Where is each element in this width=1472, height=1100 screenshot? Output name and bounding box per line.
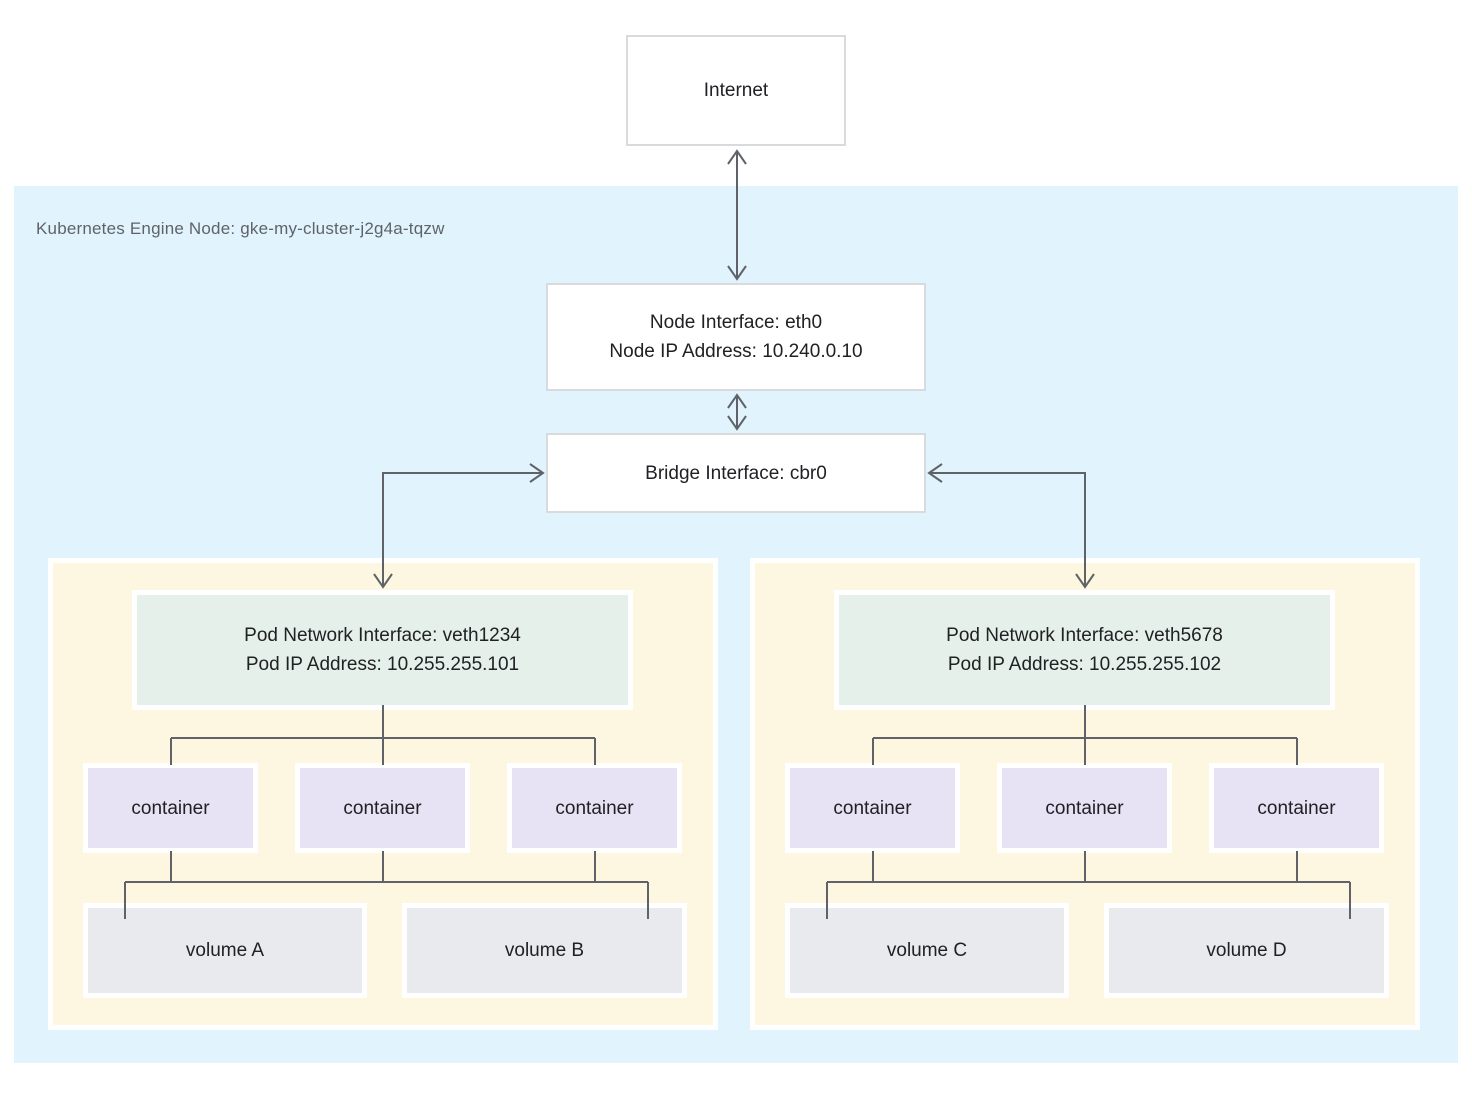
volume-box: volume D — [1104, 903, 1389, 998]
pod-2-box: Pod Network Interface: veth5678 Pod IP A… — [750, 558, 1420, 1030]
node-ip-address: Node IP Address: 10.240.0.10 — [609, 341, 863, 362]
node-interface-name: Node Interface: eth0 — [649, 312, 823, 333]
container-box: container — [83, 763, 258, 853]
pod-1-network-interface-box: Pod Network Interface: veth1234 Pod IP A… — [132, 590, 633, 710]
bridge-interface-box: Bridge Interface: cbr0 — [546, 433, 926, 513]
pod-1-ip-address: Pod IP Address: 10.255.255.101 — [245, 654, 520, 675]
volume-box: volume C — [785, 903, 1069, 998]
pod-1-network-interface-name: Pod Network Interface: veth1234 — [244, 625, 521, 646]
container-box: container — [997, 763, 1172, 853]
pod-1-box: Pod Network Interface: veth1234 Pod IP A… — [48, 558, 718, 1030]
bridge-interface-label: Bridge Interface: cbr0 — [645, 462, 827, 484]
container-box: container — [785, 763, 960, 853]
node-interface-box: Node Interface: eth0 Node IP Address: 10… — [546, 283, 926, 391]
volume-box: volume A — [83, 903, 367, 998]
pod-2-network-interface-box: Pod Network Interface: veth5678 Pod IP A… — [834, 590, 1335, 710]
pod-2-ip-address: Pod IP Address: 10.255.255.102 — [947, 654, 1222, 675]
container-box: container — [507, 763, 682, 853]
pod-2-network-interface-name: Pod Network Interface: veth5678 — [946, 625, 1223, 646]
volume-box: volume B — [402, 903, 687, 998]
container-box: container — [1209, 763, 1384, 853]
internet-box: Internet — [626, 35, 846, 146]
container-box: container — [295, 763, 470, 853]
internet-label: Internet — [703, 80, 769, 101]
kubernetes-node-label: Kubernetes Engine Node: gke-my-cluster-j… — [36, 219, 445, 238]
